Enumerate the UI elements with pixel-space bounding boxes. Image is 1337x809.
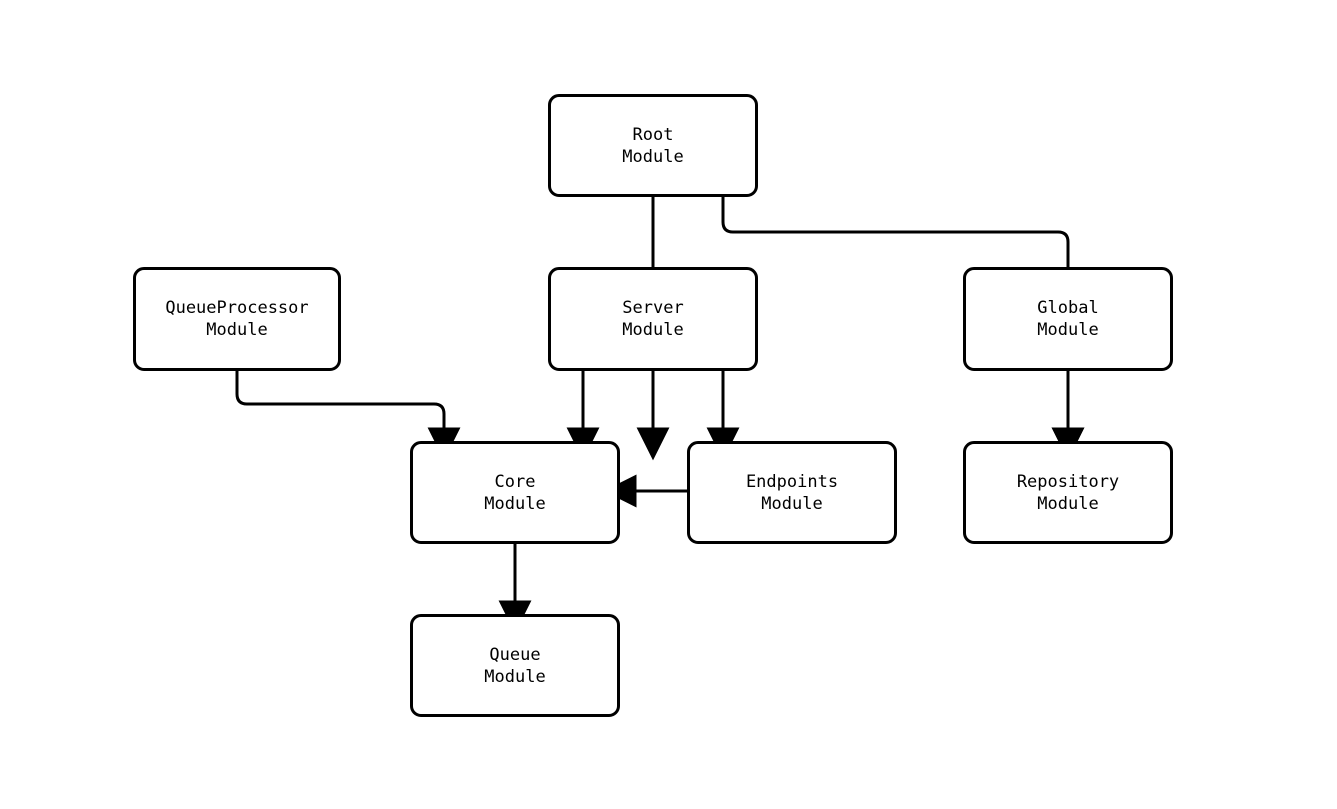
queue-module-label: Queue Module: [484, 644, 546, 687]
queueprocessor-module-node[interactable]: QueueProcessor Module: [133, 267, 341, 371]
core-module-node[interactable]: Core Module: [410, 441, 620, 544]
repository-module-node[interactable]: Repository Module: [963, 441, 1173, 544]
server-module-node[interactable]: Server Module: [548, 267, 758, 371]
endpoints-module-node[interactable]: Endpoints Module: [687, 441, 897, 544]
queueprocessor-module-label: QueueProcessor Module: [165, 298, 309, 340]
core-module-label: Core Module: [484, 471, 546, 514]
root-module-node[interactable]: Root Module: [548, 94, 758, 197]
root-module-label: Root Module: [622, 124, 684, 167]
global-module-node[interactable]: Global Module: [963, 267, 1173, 371]
server-module-label: Server Module: [622, 298, 684, 340]
global-module-label: Global Module: [1037, 298, 1099, 340]
edge-queueprocessor-to-core: [235, 371, 461, 461]
endpoints-module-label: Endpoints Module: [745, 471, 839, 514]
repository-module-label: Repository Module: [1016, 471, 1120, 514]
queue-module-node[interactable]: Queue Module: [410, 614, 620, 717]
edge-root-to-global: [721, 197, 1085, 461]
